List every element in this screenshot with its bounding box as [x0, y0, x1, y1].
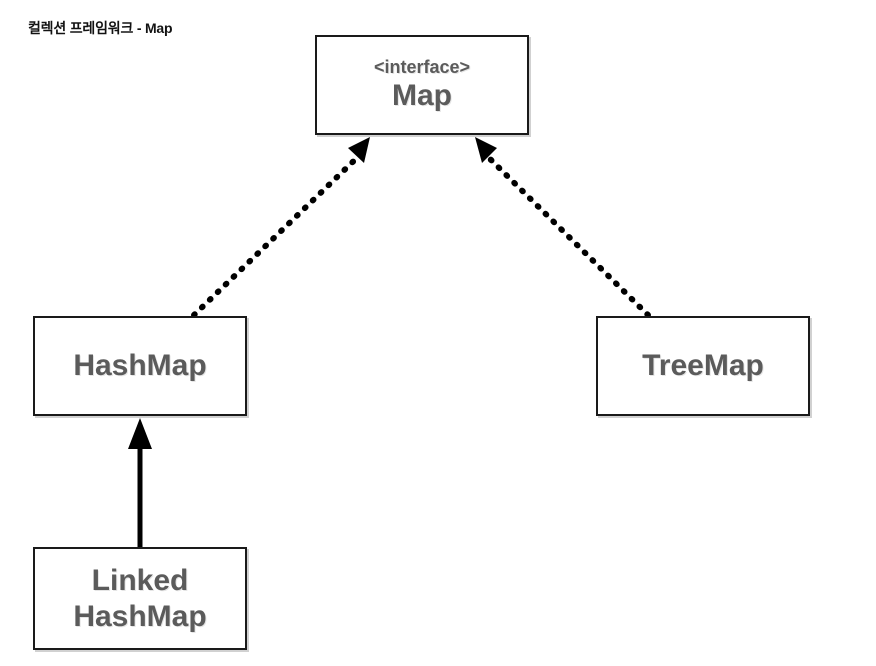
edge-treemap-implements-map — [475, 137, 651, 318]
treemap-class-label: TreeMap — [642, 349, 764, 383]
class-node-map[interactable]: <interface> Map — [315, 35, 529, 135]
edge-hashmap-implements-map — [191, 137, 370, 318]
linkedhashmap-class-label-line1: Linked — [91, 564, 189, 598]
linkedhashmap-class-label-line2: HashMap — [73, 599, 207, 633]
class-node-treemap[interactable]: TreeMap — [596, 316, 810, 416]
map-stereotype-label: <interface> — [373, 57, 471, 78]
hashmap-class-label: HashMap — [73, 349, 207, 383]
class-node-hashmap[interactable]: HashMap — [33, 316, 247, 416]
edge-linkedhashmap-extends-hashmap — [128, 418, 152, 547]
page-title: 컬렉션 프레임워크 - Map — [28, 20, 173, 36]
class-node-linkedhashmap[interactable]: Linked HashMap — [33, 547, 247, 650]
map-class-label: Map — [392, 79, 452, 113]
